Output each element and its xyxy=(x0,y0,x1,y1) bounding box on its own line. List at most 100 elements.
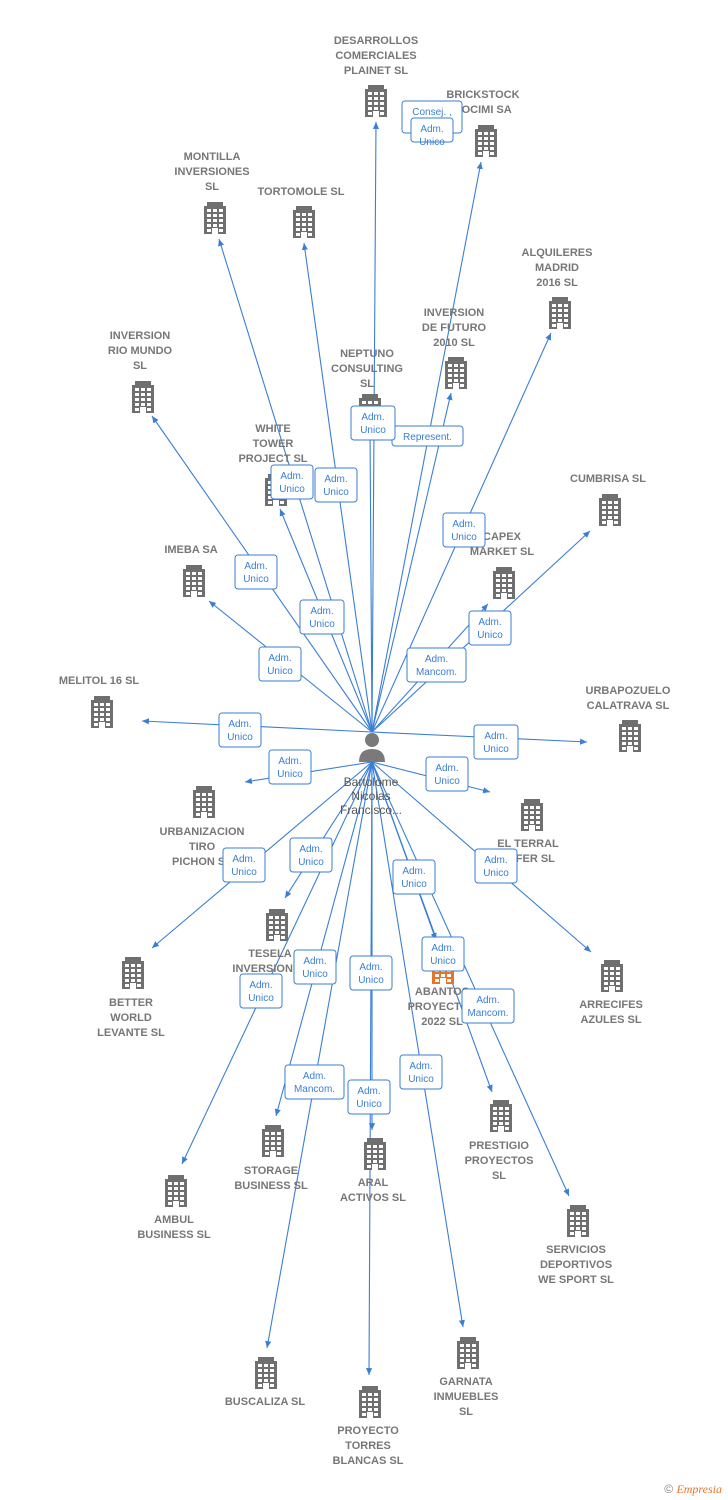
person-icon[interactable] xyxy=(359,733,385,762)
building-icon[interactable] xyxy=(91,696,113,728)
building-icon[interactable] xyxy=(364,1138,386,1170)
svg-text:Adm.Mancom.: Adm.Mancom. xyxy=(294,1071,335,1095)
building-icon[interactable] xyxy=(475,125,497,157)
svg-text:Adm.Unico: Adm.Unico xyxy=(430,943,456,967)
building-icon[interactable] xyxy=(490,1100,512,1132)
building-icon[interactable] xyxy=(457,1337,479,1369)
company-label-tortomole[interactable]: TORTOMOLE SL xyxy=(258,186,345,198)
relation-label-abantos[interactable]: Adm.Unico xyxy=(392,859,436,895)
relation-label-proyecto-torres[interactable]: Adm.Unico xyxy=(347,1079,391,1115)
relation-label-inversion-rio[interactable]: Adm.Unico xyxy=(258,646,302,682)
svg-text:Adm.Unico: Adm.Unico xyxy=(477,617,503,641)
svg-text:Adm.Unico: Adm.Unico xyxy=(302,956,328,980)
relation-label-el-terral[interactable]: Adm.Unico xyxy=(425,756,469,792)
relation-label-garnata[interactable]: Adm.Unico xyxy=(399,1054,443,1090)
relation-label-servicios[interactable]: Adm.Unico xyxy=(421,936,465,972)
building-icon[interactable] xyxy=(365,85,387,117)
building-icon[interactable] xyxy=(601,960,623,992)
relation-label-white-tower[interactable]: Adm.Unico xyxy=(270,464,314,500)
relation-label-aral[interactable]: Adm.Unico xyxy=(349,955,393,991)
company-label-melitol[interactable]: MELITOL 16 SL xyxy=(59,675,140,687)
building-icon[interactable] xyxy=(122,957,144,989)
company-label-imeba[interactable]: IMEBA SA xyxy=(164,544,217,556)
building-icon[interactable] xyxy=(266,909,288,941)
relation-label-montilla[interactable]: Adm.Unico xyxy=(234,554,278,590)
relation-label-arrecifes[interactable]: Adm.Unico xyxy=(474,848,518,884)
building-icon[interactable] xyxy=(132,381,154,413)
svg-text:Adm.Unico: Adm.Unico xyxy=(419,124,445,148)
relation-label-ambul[interactable]: Adm.Unico xyxy=(239,973,283,1009)
building-icon[interactable] xyxy=(193,786,215,818)
building-icon[interactable] xyxy=(445,357,467,389)
svg-text:Adm.Unico: Adm.Unico xyxy=(360,412,386,436)
relation-label-buscaliza[interactable]: Adm.Mancom. xyxy=(284,1064,345,1100)
relation-label-better-world[interactable]: Adm.Unico xyxy=(222,847,266,883)
building-icon[interactable] xyxy=(493,567,515,599)
svg-text:Adm.Unico: Adm.Unico xyxy=(243,561,269,585)
building-icon[interactable] xyxy=(165,1175,187,1207)
relation-label-melitol[interactable]: Adm.Unico xyxy=(218,712,262,748)
building-icon[interactable] xyxy=(567,1205,589,1237)
svg-text:Adm.Unico: Adm.Unico xyxy=(267,653,293,677)
relation-label-prestigio[interactable]: Adm.Mancom. xyxy=(461,988,515,1024)
relation-label-imeba[interactable]: Adm.Unico xyxy=(299,599,345,635)
edge-proyecto-torres xyxy=(365,761,373,1376)
company-label-cumbrisa[interactable]: CUMBRISA SL xyxy=(570,473,646,485)
svg-text:Adm.Unico: Adm.Unico xyxy=(279,471,305,495)
building-icon[interactable] xyxy=(599,494,621,526)
relation-label-cumbrisa[interactable]: Adm.Unico xyxy=(468,610,512,646)
edge-storage xyxy=(274,761,373,1117)
relation-label-urbapozuelo[interactable]: Adm.Unico xyxy=(473,724,519,760)
building-icon[interactable] xyxy=(255,1357,277,1389)
building-icon[interactable] xyxy=(183,565,205,597)
relation-label-neptuno[interactable]: Adm.Unico xyxy=(350,405,396,441)
relation-label-urbanizacion[interactable]: Adm.Unico xyxy=(268,749,312,785)
relation-label-inversion-futuro[interactable]: Represent. xyxy=(391,425,464,447)
edge-tesela xyxy=(284,761,373,899)
edge-inversion-futuro xyxy=(371,392,453,733)
building-icon[interactable] xyxy=(521,799,543,831)
edge-brickstock xyxy=(371,161,483,733)
svg-text:Adm.Unico: Adm.Unico xyxy=(309,606,335,630)
relation-label-tortomole[interactable]: Adm.Unico xyxy=(314,467,358,503)
building-icon[interactable] xyxy=(619,720,641,752)
company-label-buscaliza[interactable]: BUSCALIZA SL xyxy=(225,1396,306,1408)
relation-label-tesela[interactable]: Adm.Unico xyxy=(289,837,333,873)
edge-neptuno xyxy=(366,427,374,733)
svg-text:Adm.Mancom.: Adm.Mancom. xyxy=(416,654,457,678)
building-icon[interactable] xyxy=(549,297,571,329)
building-icon[interactable] xyxy=(359,1386,381,1418)
building-icon[interactable] xyxy=(293,206,315,238)
relation-label-alquileres[interactable]: Adm.Unico xyxy=(442,512,486,548)
building-icon[interactable] xyxy=(204,202,226,234)
building-icon[interactable] xyxy=(262,1125,284,1157)
relation-label-storage[interactable]: Adm.Unico xyxy=(293,949,337,985)
svg-text:Adm.Unico: Adm.Unico xyxy=(356,1086,382,1110)
relation-label-brickstock[interactable]: Adm.Unico xyxy=(410,117,454,148)
relation-label-capex[interactable]: Adm.Mancom. xyxy=(406,647,467,683)
